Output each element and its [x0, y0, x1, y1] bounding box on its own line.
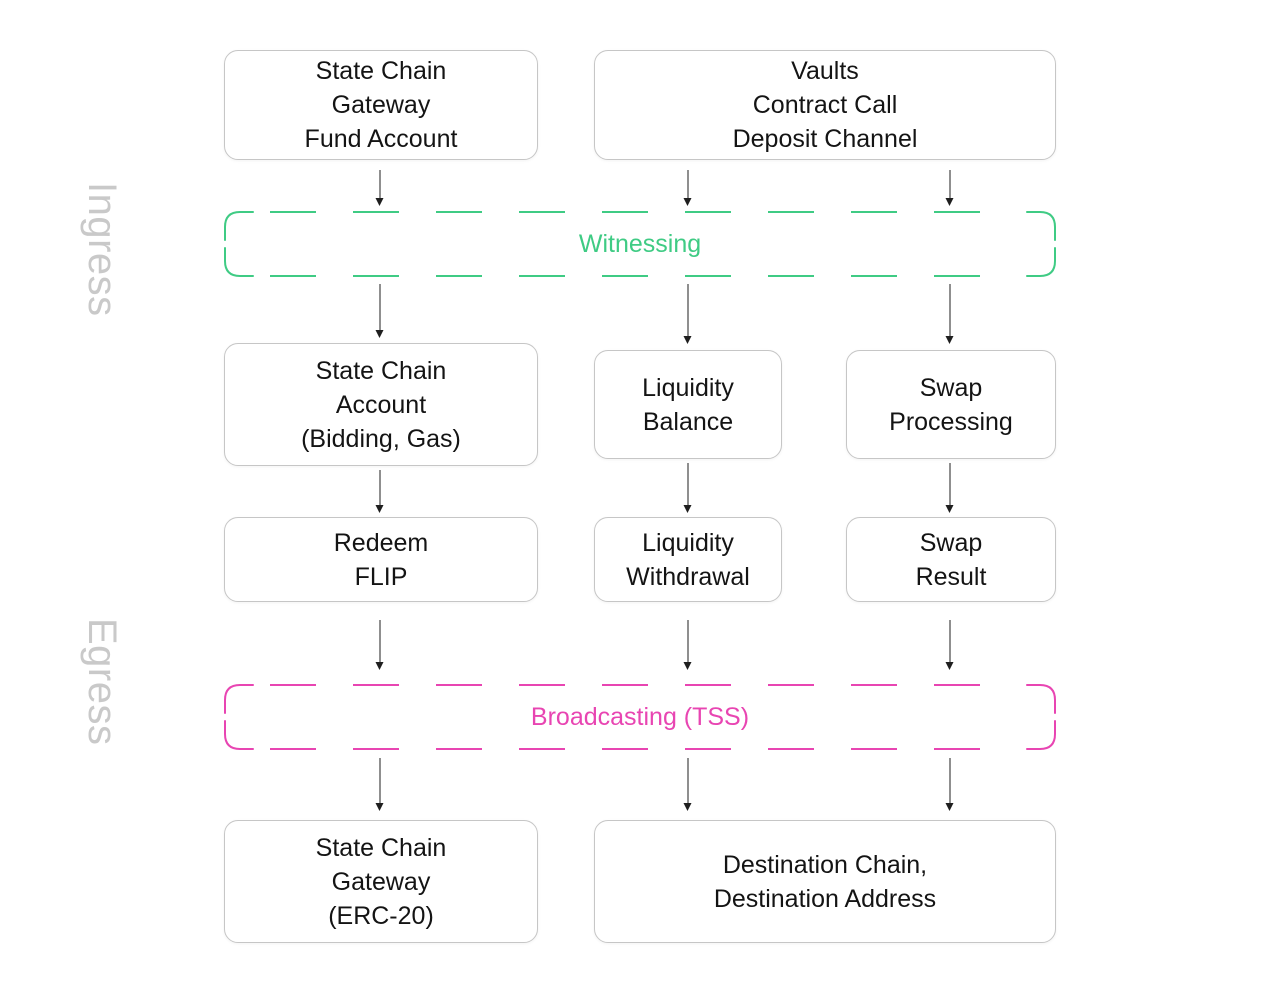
node-line: Deposit Channel [732, 125, 918, 153]
node-line: Result [915, 562, 987, 591]
arrow-down [375, 620, 385, 670]
node-liquidity-balance: Liquidity Balance [594, 350, 782, 459]
node-line: Contract Call [752, 91, 898, 119]
arrow-down [945, 620, 955, 670]
node-line: FLIP [354, 562, 408, 591]
node-line: Swap [919, 373, 983, 402]
arrow-down [683, 284, 693, 344]
node-line: Liquidity [642, 373, 734, 402]
node-swap-result: Swap Result [846, 517, 1056, 602]
arrow-down [375, 470, 385, 513]
node-swap-processing: Swap Processing [846, 350, 1056, 459]
arrow-down [683, 463, 693, 513]
node-line: Processing [889, 407, 1013, 436]
node-line: Swap [919, 528, 983, 557]
broadcasting-dashed-border [224, 684, 1056, 750]
node-redeem-flip: Redeem FLIP [224, 517, 538, 602]
arrow-down [375, 170, 385, 206]
arrow-down [945, 463, 955, 513]
arrow-down [945, 170, 955, 206]
node-line: Liquidity [642, 528, 734, 557]
arrow-down [683, 758, 693, 811]
node-destination-chain-address: Destination Chain, Destination Address [594, 820, 1056, 943]
node-line: Redeem [333, 528, 429, 557]
node-line: Fund Account [304, 125, 458, 153]
arrow-down [683, 170, 693, 206]
node-state-chain-account-bidding-gas: State Chain Account (Bidding, Gas) [224, 343, 538, 466]
node-line: Destination Address [713, 884, 937, 913]
node-line: (ERC-20) [328, 901, 434, 930]
arrow-down [945, 758, 955, 811]
node-state-chain-gateway-erc20: State Chain Gateway (ERC-20) [224, 820, 538, 943]
node-line: Withdrawal [626, 562, 750, 591]
node-line: Account [335, 390, 427, 419]
arrow-down [683, 620, 693, 670]
ingress-label: Ingress [80, 182, 124, 317]
node-line: Destination Chain, [722, 850, 928, 879]
node-line: State Chain [315, 57, 447, 85]
node-line: Balance [642, 407, 734, 436]
arrow-down [375, 284, 385, 338]
node-line: Vaults [791, 57, 859, 85]
node-line: (Bidding, Gas) [301, 424, 461, 453]
node-line: State Chain [315, 833, 447, 862]
node-state-chain-gateway-fund-account: State Chain Gateway Fund Account [224, 50, 538, 160]
witnessing-label: Witnessing [578, 229, 702, 258]
node-liquidity-withdrawal: Liquidity Withdrawal [594, 517, 782, 602]
egress-label: Egress [80, 618, 124, 746]
witnessing-band: Witnessing [224, 211, 1056, 277]
witnessing-dashed-border [224, 211, 1056, 277]
node-line: State Chain [315, 356, 447, 385]
arrow-down [375, 758, 385, 811]
node-line: Gateway [331, 91, 431, 119]
node-line: Gateway [331, 867, 431, 896]
arrow-down [945, 284, 955, 344]
broadcasting-label: Broadcasting (TSS) [530, 702, 750, 731]
node-vaults-contract-call-deposit-channel: Vaults Contract Call Deposit Channel [594, 50, 1056, 160]
broadcasting-band: Broadcasting (TSS) [224, 684, 1056, 750]
